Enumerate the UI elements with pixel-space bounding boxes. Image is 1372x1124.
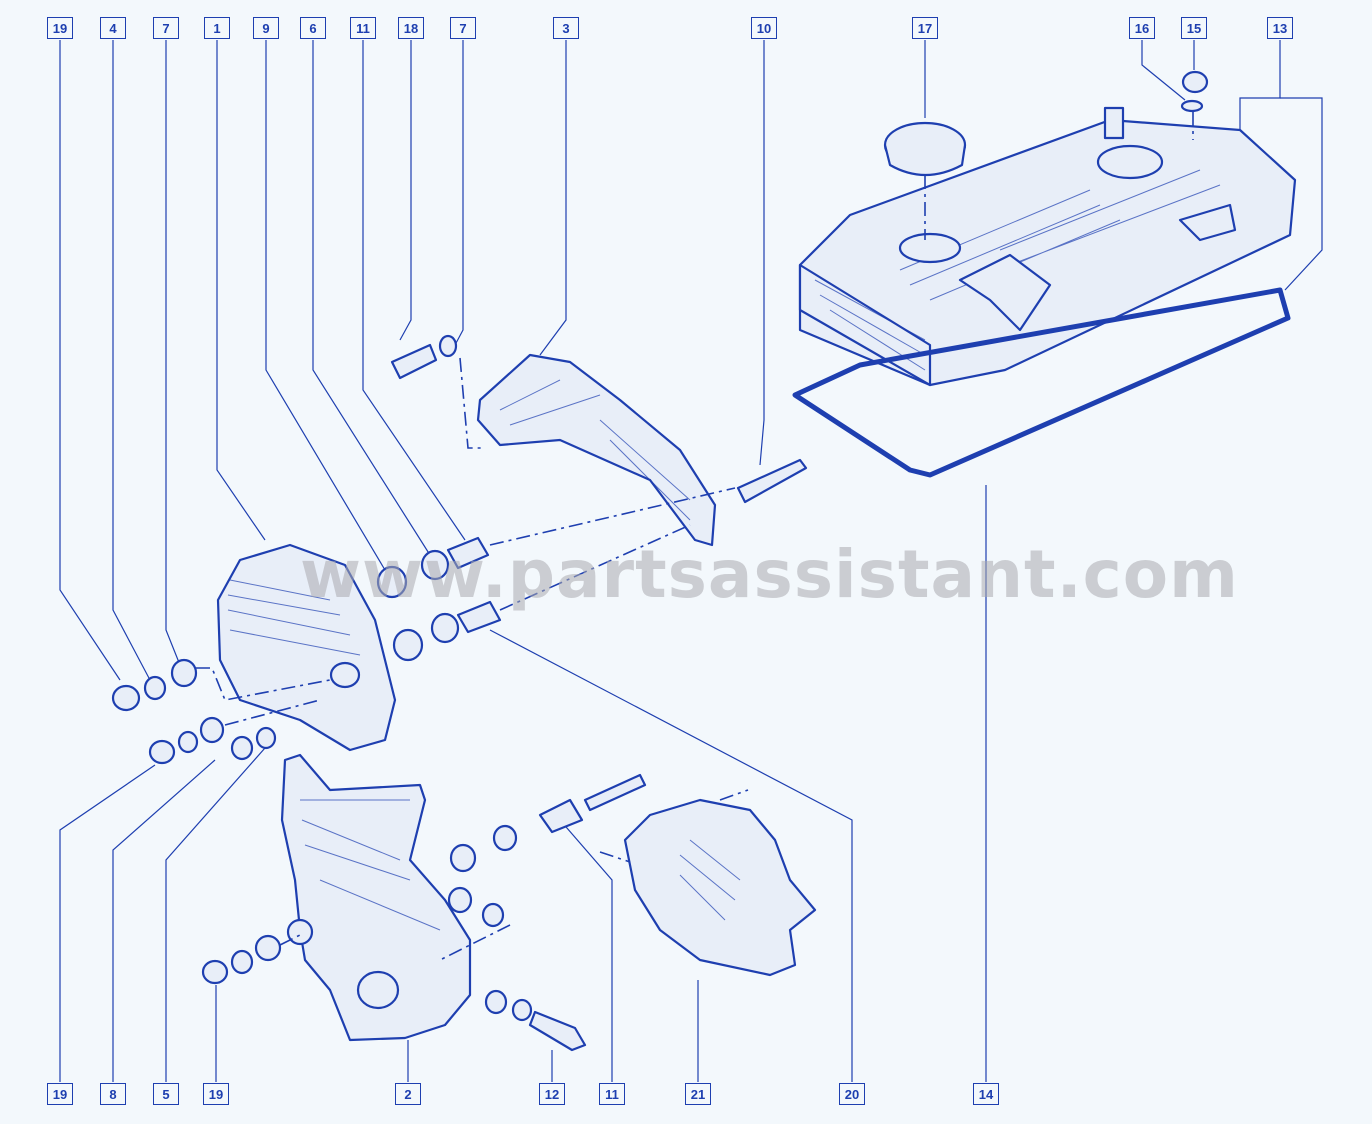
callout-7-left: 7 — [153, 17, 179, 39]
spacers-lower — [439, 773, 647, 961]
callout-11-bottom: 11 — [599, 1083, 625, 1105]
callout-13: 13 — [1267, 17, 1293, 39]
nuts-washers-left — [111, 658, 331, 765]
callout-16: 16 — [1129, 17, 1155, 39]
callout-10: 10 — [751, 17, 777, 39]
callout-3: 3 — [553, 17, 579, 39]
callout-4: 4 — [100, 17, 126, 39]
callout-19-top: 19 — [47, 17, 73, 39]
nuts-lower-left — [201, 934, 301, 985]
bracket — [476, 353, 717, 547]
callout-2: 2 — [395, 1083, 421, 1105]
callout-19-bottom-left: 19 — [47, 1083, 73, 1105]
callout-11-top: 11 — [350, 17, 376, 39]
stud-10 — [736, 458, 808, 504]
oil-filler-cap — [883, 121, 967, 240]
leader-lines — [59, 40, 1323, 1082]
callout-18: 18 — [398, 17, 424, 39]
callout-8: 8 — [100, 1083, 126, 1105]
gasket — [792, 287, 1291, 478]
timing-cover-lower — [280, 753, 472, 1042]
callout-7-right: 7 — [450, 17, 476, 39]
valve-cover — [798, 106, 1297, 387]
callout-12: 12 — [539, 1083, 565, 1105]
callout-21: 21 — [685, 1083, 711, 1105]
callout-19-bottom: 19 — [203, 1083, 229, 1105]
callout-5: 5 — [153, 1083, 179, 1105]
callout-15: 15 — [1181, 17, 1207, 39]
callout-9: 9 — [253, 17, 279, 39]
spacers-upper — [376, 487, 736, 662]
bolt-18 — [390, 334, 485, 449]
callout-20: 20 — [839, 1083, 865, 1105]
callout-14: 14 — [973, 1083, 999, 1105]
callout-6: 6 — [300, 17, 326, 39]
callout-17: 17 — [912, 17, 938, 39]
breather-cap — [1180, 70, 1209, 140]
cover-21 — [599, 789, 817, 977]
bolt-12 — [484, 989, 587, 1052]
callout-1: 1 — [204, 17, 230, 39]
timing-cover-upper — [216, 543, 397, 752]
